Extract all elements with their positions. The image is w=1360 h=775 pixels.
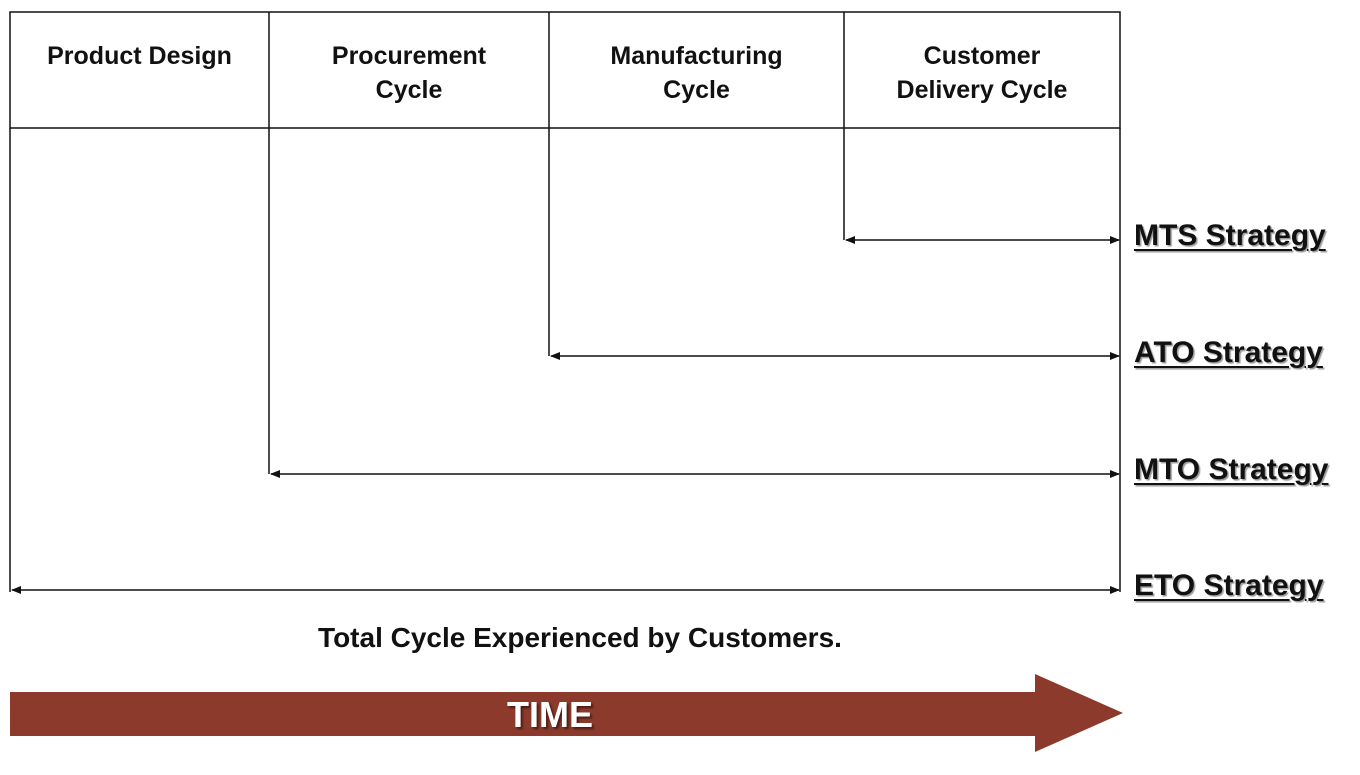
strategy-label-mts: MTS Strategy — [1134, 219, 1326, 252]
header-manufacturing-cycle: Manufacturing Cycle — [610, 42, 783, 104]
time-arrow — [10, 674, 1123, 752]
header-customer-delivery-cycle: Customer Delivery Cycle — [896, 42, 1068, 104]
header-procurement-cycle: Procurement Cycle — [331, 42, 487, 104]
strategy-label-mto: MTO Strategy — [1134, 453, 1329, 486]
strategy-label-ato: ATO Strategy — [1134, 336, 1323, 369]
header-product-design: Product Design — [47, 42, 232, 70]
header-box — [9, 11, 1121, 129]
diagram-caption: Total Cycle Experienced by Customers. — [318, 622, 842, 653]
time-arrow-label: TIME — [507, 694, 593, 735]
strategy-label-eto: ETO Strategy — [1134, 569, 1324, 602]
